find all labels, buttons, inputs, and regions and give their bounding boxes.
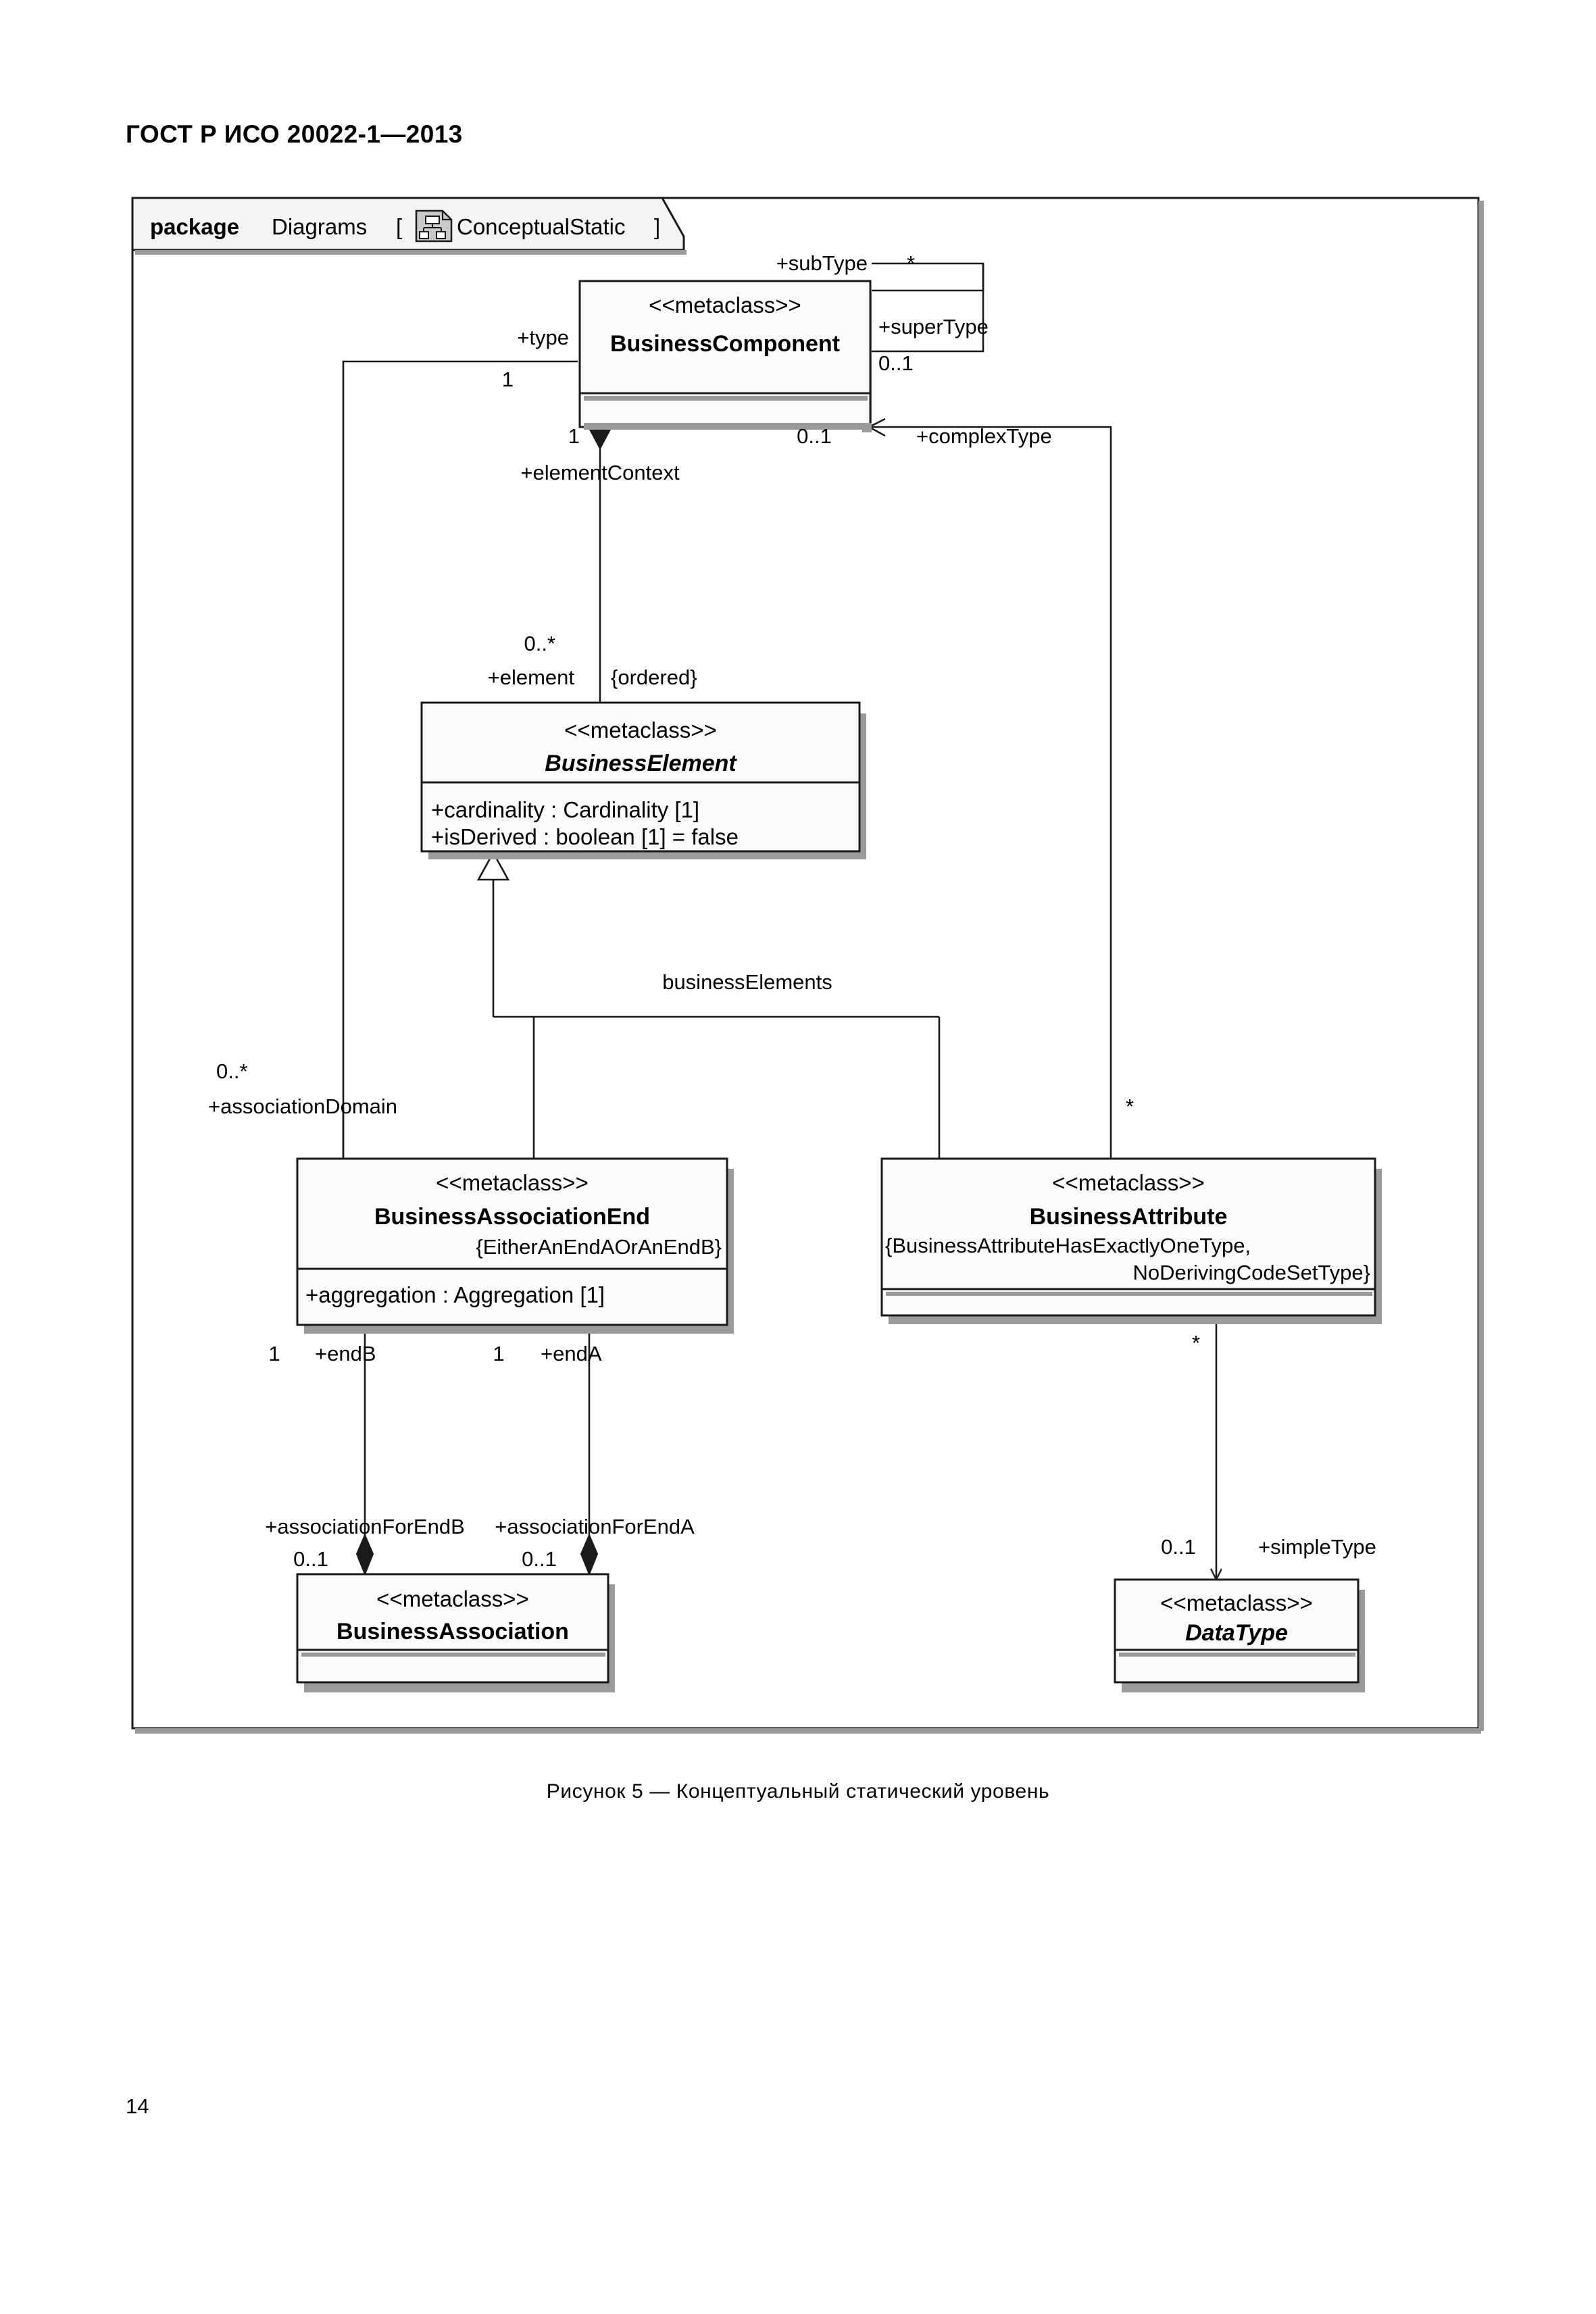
package-bracket-open: [	[396, 214, 402, 239]
class-box-business-attribute[interactable]: <<metaclass>> BusinessAttribute {Busines…	[880, 1157, 1382, 1324]
class-stereotype: <<metaclass>>	[436, 1170, 589, 1195]
page-number: 14	[126, 2094, 149, 2118]
package-keyword: package	[150, 214, 239, 239]
label-endb-mult: 1	[268, 1342, 280, 1365]
label-element-ordered: {ordered}	[611, 665, 697, 689]
label-association-for-endb-mult: 0..1	[293, 1547, 328, 1571]
connector-subtype-supertype	[872, 262, 984, 353]
label-enda-role: +endA	[541, 1342, 602, 1365]
class-name-data-type: DataType	[1185, 1620, 1288, 1646]
label-element-context-role: +elementContext	[520, 461, 680, 484]
class-stereotype: <<metaclass>>	[1052, 1170, 1205, 1195]
label-association-for-enda-mult: 0..1	[522, 1547, 557, 1571]
package-frame	[131, 197, 1484, 1734]
class-attribute: +aggregation : Aggregation [1]	[305, 1282, 605, 1307]
label-element-mult: 0..*	[524, 632, 555, 655]
package-diagram-name: ConceptualStatic	[457, 214, 625, 239]
label-simple-type-far-mult: *	[1192, 1331, 1200, 1355]
class-box-business-association-end[interactable]: <<metaclass>> BusinessAssociationEnd {Ei…	[296, 1157, 734, 1334]
class-attribute: +isDerived : boolean [1] = false	[431, 824, 739, 849]
label-type-mult: 1	[502, 368, 514, 391]
label-association-for-endb-role: +associationForEndB	[265, 1515, 465, 1538]
class-name-business-association-end: BusinessAssociationEnd	[374, 1204, 650, 1230]
class-stereotype: <<metaclass>>	[564, 718, 717, 743]
label-type-role: +type	[517, 326, 569, 349]
label-element-role: +element	[488, 665, 575, 689]
class-name-business-element: BusinessElement	[545, 751, 737, 776]
label-subtype-mult: *	[907, 251, 915, 275]
class-name-business-attribute: BusinessAttribute	[1030, 1204, 1228, 1230]
label-endb-role: +endB	[315, 1342, 376, 1365]
label-association-for-enda-role: +associationForEndA	[495, 1515, 695, 1538]
document-header: ГОСТ Р ИСО 20022-1—2013	[126, 120, 463, 148]
class-box-business-association[interactable]: <<metaclass>> BusinessAssociation	[296, 1573, 615, 1692]
label-enda-mult: 1	[493, 1342, 504, 1365]
class-constraint: {EitherAnEndAOrAnEndB}	[476, 1235, 722, 1259]
class-stereotype: <<metaclass>>	[376, 1586, 529, 1611]
class-attribute: +cardinality : Cardinality [1]	[431, 797, 699, 822]
class-constraint: NoDerivingCodeSetType}	[1132, 1261, 1370, 1284]
connector-type	[342, 360, 578, 1159]
class-box-data-type[interactable]: <<metaclass>> DataType	[1114, 1578, 1365, 1692]
label-association-domain-mult: 0..*	[216, 1059, 248, 1083]
label-simple-type-mult: 0..1	[1161, 1535, 1196, 1559]
label-association-domain-role: +associationDomain	[208, 1095, 397, 1118]
class-box-business-element[interactable]: <<metaclass>> BusinessElement +cardinali…	[420, 701, 866, 859]
class-name-business-association: BusinessAssociation	[336, 1619, 569, 1644]
association-labels: +subType * +superType 0..1 +type 1 1 +el…	[208, 251, 1376, 1571]
class-stereotype: <<metaclass>>	[1160, 1590, 1313, 1615]
package-bracket-close: ]	[654, 214, 660, 239]
class-diagram-icon	[415, 209, 453, 243]
label-subtype-role: +subType	[776, 251, 868, 275]
label-simple-type-role: +simpleType	[1258, 1535, 1376, 1559]
label-complex-type-far-mult: *	[1126, 1095, 1134, 1118]
figure-caption: Рисунок 5 — Концептуальный статический у…	[546, 1780, 1050, 1803]
package-frame-header: package Diagrams [ ConceptualStatic ]	[150, 209, 660, 243]
label-supertype-role: +superType	[878, 315, 989, 338]
class-constraint: {BusinessAttributeHasExactlyOneType,	[885, 1234, 1251, 1257]
class-name-business-component: BusinessComponent	[610, 331, 840, 357]
label-supertype-mult: 0..1	[878, 351, 914, 375]
label-complex-type-mult: 0..1	[797, 424, 832, 448]
label-generalization: businessElements	[662, 970, 832, 994]
class-box-business-component[interactable]: <<metaclass>> BusinessComponent	[578, 280, 872, 432]
package-name: Diagrams	[272, 214, 367, 239]
connector-generalization	[476, 851, 941, 1159]
label-element-context-mult: 1	[568, 424, 580, 448]
class-stereotype: <<metaclass>>	[649, 293, 801, 318]
label-complex-type-role: +complexType	[916, 424, 1052, 448]
